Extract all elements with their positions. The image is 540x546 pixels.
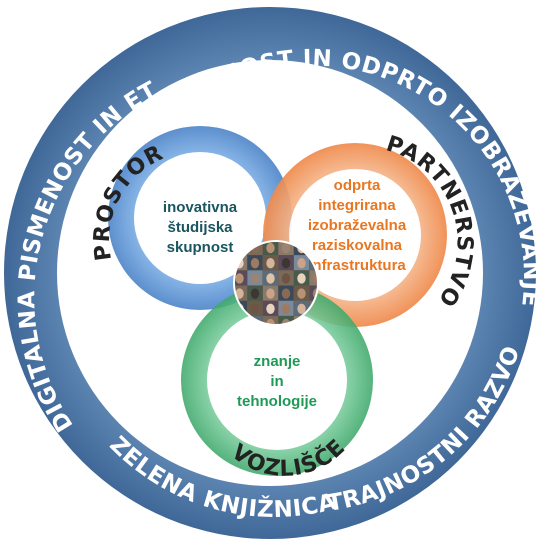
vozlisce-line-1: znanje: [254, 353, 301, 370]
face-shape: [235, 273, 244, 284]
face-shape: [297, 288, 306, 299]
face-shape: [250, 303, 260, 314]
partnerstvo-line-1: odprta: [334, 177, 381, 194]
face-shape: [281, 273, 291, 284]
partnerstvo-line-2: integrirana: [318, 197, 396, 214]
face-shape: [266, 288, 275, 299]
face-shape: [297, 303, 306, 314]
prostor-line-1: inovativna: [163, 199, 238, 216]
face-shape: [266, 242, 275, 254]
face-shape: [297, 258, 306, 269]
prostor-line-3: skupnost: [167, 239, 234, 256]
partnerstvo-line-3: izobraževalna: [308, 217, 407, 234]
face-shape: [281, 288, 291, 299]
face-shape: [281, 258, 291, 269]
vozlisce-text: znanje in tehnologije: [237, 353, 317, 410]
face-shape: [235, 288, 244, 299]
prostor-text: inovativna študijska skupnost: [163, 199, 238, 256]
partnerstvo-line-4: raziskovalna: [312, 237, 403, 254]
face-shape: [281, 303, 291, 314]
vozlisce-line-2: in: [270, 373, 283, 390]
partnerstvo-line-5: infrastruktura: [308, 257, 406, 274]
face-shape: [266, 303, 275, 314]
face-shape: [250, 273, 260, 284]
face-shape: [281, 242, 291, 254]
prostor-line-2: študijska: [167, 219, 233, 236]
face-shape: [266, 258, 275, 269]
face-shape: [250, 258, 260, 269]
face-shape: [297, 273, 306, 284]
face-shape: [250, 288, 260, 299]
center-photo-border: [233, 240, 319, 326]
face-shape: [266, 273, 275, 284]
vozlisce-line-3: tehnologije: [237, 393, 317, 410]
ring-vozlisce: [181, 284, 373, 476]
partnerstvo-text: odprta integrirana izobraževalna razisko…: [308, 177, 407, 274]
